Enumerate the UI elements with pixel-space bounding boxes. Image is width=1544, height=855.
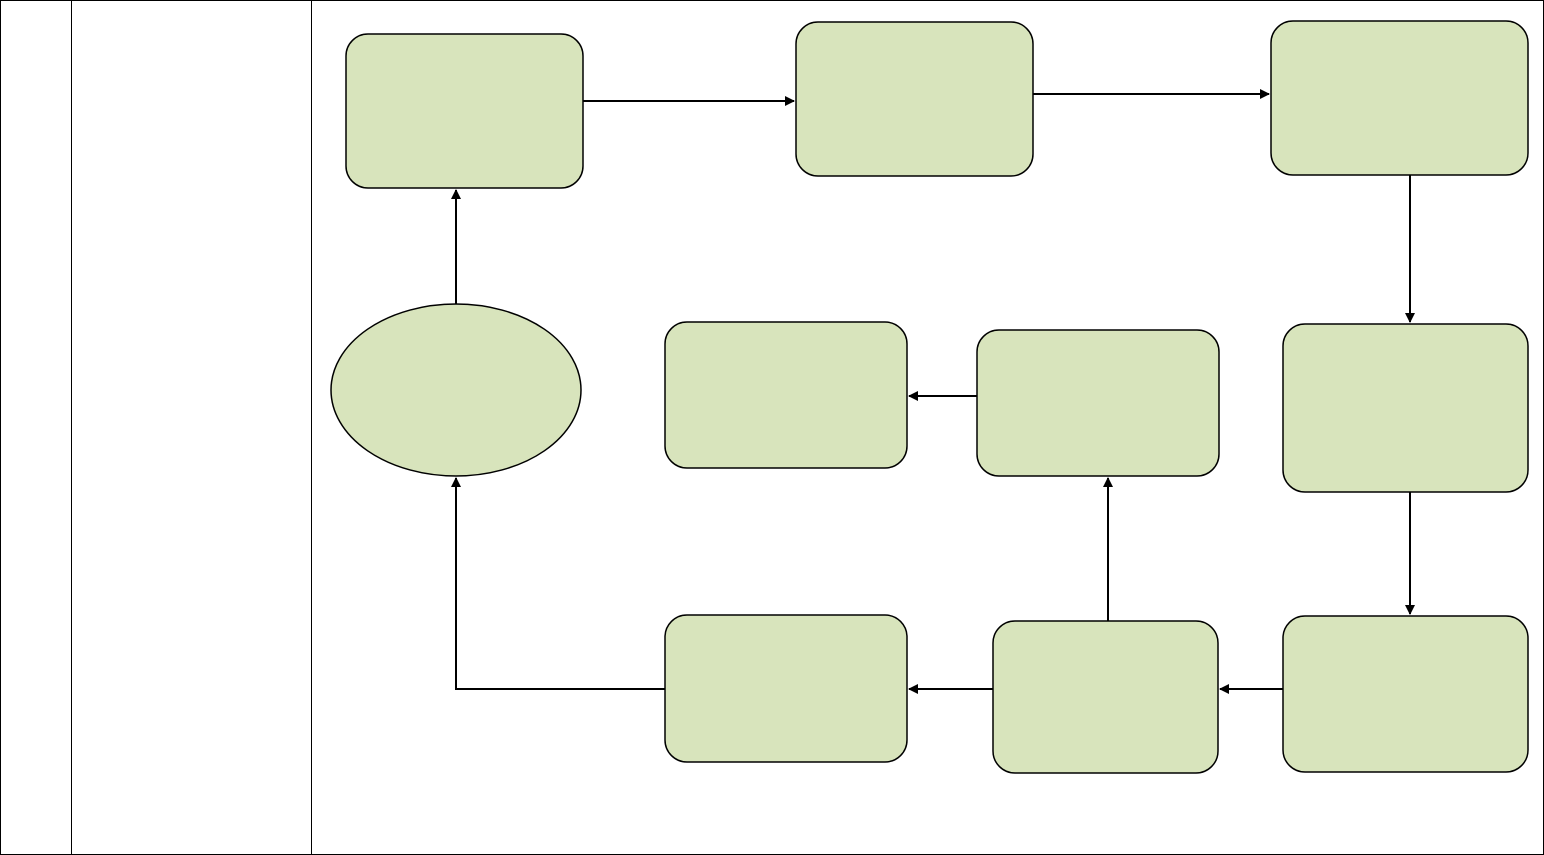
node-step-2	[795, 21, 1034, 177]
node-shape-step-8	[976, 329, 1220, 477]
nodes	[330, 20, 1529, 774]
node-step-5	[1282, 615, 1529, 773]
arrow-step-7-to-start	[451, 477, 665, 690]
node-shape-step-2	[795, 21, 1034, 177]
node-step-8	[976, 329, 1220, 477]
node-shape-step-1	[345, 33, 584, 189]
node-step-9	[664, 321, 908, 469]
node-step-3	[1270, 20, 1529, 176]
node-shape-step-7	[664, 614, 908, 763]
node-step-1	[345, 33, 584, 189]
node-shape-step-6	[992, 620, 1219, 774]
column-divider-2	[311, 1, 312, 854]
node-shape-step-4	[1282, 323, 1529, 493]
node-step-4	[1282, 323, 1529, 493]
node-shape-step-3	[1270, 20, 1529, 176]
node-start	[330, 303, 582, 477]
node-shape-step-5	[1282, 615, 1529, 773]
node-step-6	[992, 620, 1219, 774]
node-shape-start	[330, 303, 582, 477]
connectors	[451, 89, 1415, 694]
column-divider-1	[71, 1, 72, 854]
node-shape-step-9	[664, 321, 908, 469]
node-step-7	[664, 614, 908, 763]
